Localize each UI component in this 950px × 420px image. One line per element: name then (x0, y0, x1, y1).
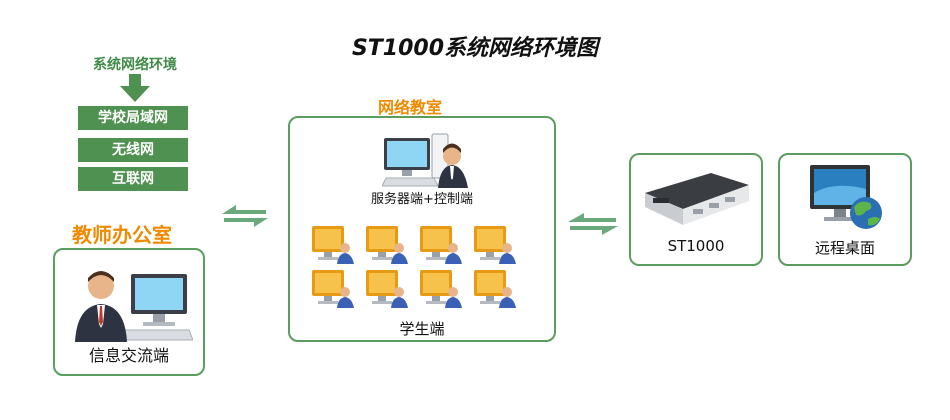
diagram-title: ST1000系统网络环境图 (351, 36, 599, 61)
server-caption: 服务器端+控制端 (371, 192, 473, 207)
student-caption: 学生端 (399, 320, 445, 338)
st1000-panel: ST1000 (629, 153, 763, 266)
remote-desktop-caption: 远程桌面 (814, 239, 875, 257)
double-arrow-icon (568, 213, 618, 235)
teacher-office-caption: 信息交流端 (88, 346, 169, 365)
remote-desktop-panel: 远程桌面 (778, 153, 912, 266)
teacher-workstation-icon (75, 271, 193, 342)
teacher-office-panel: 信息交流端 (53, 248, 205, 376)
double-arrow-icon (222, 205, 268, 227)
student-computer-icon (312, 226, 354, 264)
mini-pc-icon (645, 173, 749, 225)
st1000-caption: ST1000 (667, 237, 725, 255)
student-computer-icon (420, 226, 462, 264)
env-item-wireless: 无线网 (78, 138, 188, 162)
down-arrow-icon (120, 74, 150, 102)
student-computer-icon (312, 270, 354, 308)
classroom-label: 网络教室 (378, 98, 443, 117)
server-workstation-icon (382, 133, 468, 188)
classroom-panel: 服务器端+控制端 学生端 (288, 116, 556, 342)
student-computer-icon (366, 270, 408, 308)
env-item-internet: 互联网 (78, 167, 188, 191)
network-env-label: 系统网络环境 (93, 57, 177, 73)
env-item-lan: 学校局域网 (78, 106, 188, 130)
student-computer-icon (474, 226, 516, 264)
remote-desktop-icon (810, 165, 882, 229)
teacher-office-label: 教师办公室 (72, 223, 172, 247)
student-computers-group (312, 226, 516, 308)
student-computer-icon (420, 270, 462, 308)
student-computer-icon (474, 270, 516, 308)
student-computer-icon (366, 226, 408, 264)
